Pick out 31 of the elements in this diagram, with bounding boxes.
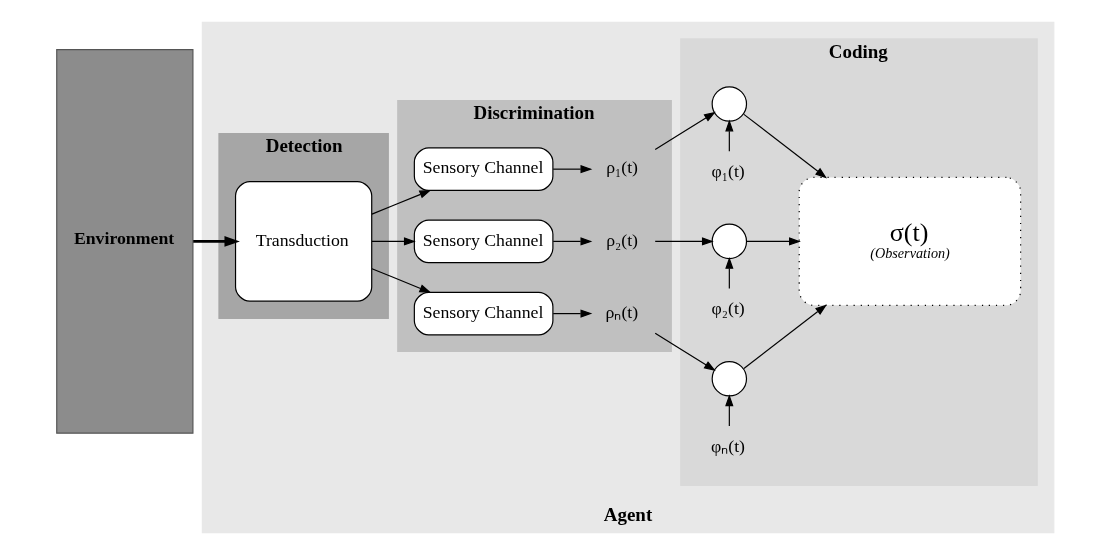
arrow	[552, 165, 593, 174]
arrow	[654, 237, 714, 246]
node-circle	[711, 86, 748, 122]
node-box: Sensory Channel	[413, 291, 554, 336]
arrow	[552, 309, 593, 318]
node-text: φₙ(t)	[710, 435, 745, 456]
node-box: Sensory Channel	[413, 219, 554, 264]
arrow	[371, 189, 432, 215]
arrow	[743, 113, 827, 179]
node-text: ρ₁(t)	[606, 157, 638, 178]
node-circle	[711, 361, 748, 397]
node-box: σ(t) (Observation)	[798, 176, 1022, 306]
node-box: Sensory Channel	[413, 147, 554, 192]
arrow	[725, 394, 734, 427]
node-text: φ₁(t)	[711, 160, 745, 181]
node-text: ρₙ(t)	[605, 301, 639, 322]
node-text: φ₂(t)	[711, 298, 745, 319]
arrow	[654, 111, 716, 151]
arrow	[743, 304, 827, 369]
arrow	[371, 237, 416, 246]
arrow	[725, 119, 734, 152]
arrow	[371, 268, 432, 293]
arrow	[746, 237, 801, 246]
node-text: ρ₂(t)	[606, 229, 638, 250]
node-circle	[711, 223, 748, 260]
node-box: Transduction	[234, 181, 373, 302]
arrow	[725, 256, 734, 290]
arrow	[193, 236, 240, 247]
node-box: Environment	[56, 48, 194, 434]
arrow	[552, 237, 593, 246]
arrow	[654, 332, 716, 372]
